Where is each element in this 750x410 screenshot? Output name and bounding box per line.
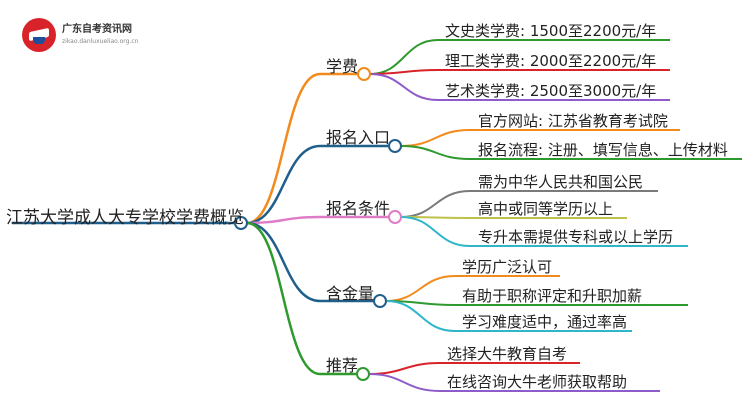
branch-connector — [246, 221, 321, 376]
leaf-connector — [369, 73, 439, 101]
root-node-circle — [234, 216, 248, 230]
leaf-connector — [369, 39, 439, 75]
branch-requirements: 报名条件 — [326, 199, 391, 218]
leaf-item: 理工类学费: 2000至2200元/年 — [445, 52, 657, 70]
branch-value: 含金量 — [326, 284, 375, 303]
branch-node-circle — [356, 367, 370, 381]
graduation-cap-icon — [22, 18, 56, 52]
leaf-item: 学历广泛认可 — [462, 258, 553, 276]
leaf-item: 需为中华人民共和国公民 — [478, 173, 644, 191]
leaf-connector — [385, 300, 456, 332]
leaf-item: 文史类学费: 1500至2200元/年 — [445, 22, 657, 40]
leaf-item: 高中或同等学历以上 — [478, 200, 614, 218]
root-topic: 江苏大学成人大专学校学费概览 — [6, 208, 244, 228]
branch-tuition: 学费 — [326, 57, 359, 76]
branch-node-circle — [357, 67, 371, 81]
branch-connector — [246, 215, 321, 225]
leaf-item: 学习难度适中，通过率高 — [462, 313, 628, 331]
branch-node-circle — [388, 210, 402, 224]
leaf-item: 艺术类学费: 2500至3000元/年 — [445, 82, 657, 100]
leaf-item: 官方网站: 江苏省教育考试院 — [478, 112, 668, 130]
leaf-item: 专升本需提供专科或以上学历 — [478, 228, 674, 246]
leaf-connector — [400, 129, 471, 147]
branch-connector — [246, 144, 321, 225]
site-logo: 广东自考资讯网 zikao.danluxueliao.org.cn — [22, 14, 172, 56]
logo-site-name: 广东自考资讯网 — [62, 24, 132, 35]
leaf-connector — [400, 145, 471, 160]
leaf-connector — [400, 190, 471, 218]
logo-site-domain: zikao.danluxueliao.org.cn — [62, 38, 139, 45]
leaf-item: 有助于职称评定和升职加薪 — [462, 287, 643, 305]
branch-node-circle — [373, 294, 387, 308]
branch-connector — [246, 221, 321, 303]
leaf-item: 在线咨询大牛老师获取帮助 — [447, 373, 628, 391]
leaf-connector — [368, 373, 441, 392]
leaf-item: 报名流程: 注册、填写信息、上传材料 — [478, 141, 728, 159]
branch-connector — [246, 72, 321, 225]
leaf-connector — [385, 275, 456, 302]
leaf-connector — [368, 362, 441, 375]
branch-recommendation: 推荐 — [326, 356, 359, 375]
branch-node-circle — [388, 139, 402, 153]
leaf-item: 选择大牛教育自考 — [447, 345, 568, 363]
branch-registration-portal: 报名入口 — [326, 128, 391, 147]
leaf-connector — [400, 216, 471, 247]
